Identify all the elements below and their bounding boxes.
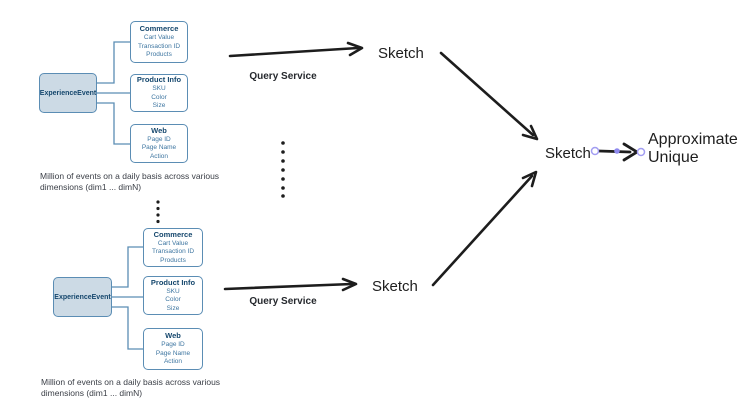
- approximate-unique-label[interactable]: Approximate Unique: [648, 131, 738, 166]
- ellipsis-dots-left: [156, 200, 160, 224]
- box-title: Product Info: [136, 75, 182, 85]
- result-line: Approximate: [648, 131, 738, 148]
- arrow-sketch-bottom-to-merged[interactable]: [431, 170, 538, 287]
- events-caption-top: Million of events on a daily basis acros…: [40, 171, 219, 193]
- box-item: Size: [152, 102, 166, 110]
- box-item: Transaction ID: [137, 42, 181, 50]
- query-service-label-top[interactable]: Query Service: [249, 71, 317, 82]
- box-item: Cart Value: [157, 239, 189, 247]
- selection-handle-end[interactable]: [636, 147, 646, 157]
- box-title: Product Info: [150, 277, 196, 287]
- experience-event-label: ExperienceEvent: [39, 89, 97, 97]
- box-item: Size: [166, 304, 180, 312]
- experience-event-box-bottom[interactable]: ExperienceEvent: [53, 277, 112, 317]
- box-item: Action: [163, 358, 183, 366]
- selection-handles[interactable]: [590, 146, 646, 157]
- box-item: SKU: [152, 85, 166, 93]
- connector-lines-top: [97, 41, 130, 145]
- box-item: Page ID: [147, 135, 171, 143]
- box-item: SKU: [166, 287, 180, 295]
- box-item: Page Name: [141, 144, 177, 152]
- ellipsis-dots-middle: [281, 141, 285, 198]
- experience-event-box-top[interactable]: ExperienceEvent: [39, 73, 97, 113]
- box-title: Commerce: [153, 229, 193, 239]
- caption-line: dimensions (dim1 ... dimN): [40, 182, 142, 192]
- caption-line: Million of events on a daily basis acros…: [40, 171, 220, 181]
- box-item: Color: [151, 93, 167, 101]
- box-item: Products: [146, 51, 172, 59]
- web-box-bottom[interactable]: Web Page ID Page Name Action: [143, 328, 203, 370]
- box-item: Page Name: [155, 349, 191, 357]
- box-item: Color: [165, 296, 181, 304]
- box-item: Transaction ID: [151, 248, 195, 256]
- result-line: Unique: [648, 148, 699, 166]
- sketch-label-top[interactable]: Sketch: [378, 45, 424, 62]
- connector-lines-bottom: [112, 246, 143, 350]
- sketch-label-merged[interactable]: Sketch: [545, 145, 591, 162]
- arrow-query-service-bottom[interactable]: [223, 277, 358, 292]
- product-info-box-top[interactable]: Product Info SKU Color Size: [130, 74, 188, 112]
- selection-handle-midpoint[interactable]: [614, 148, 620, 154]
- commerce-box-bottom[interactable]: Commerce Cart Value Transaction ID Produ…: [143, 228, 203, 267]
- events-caption-bottom: Million of events on a daily basis acros…: [41, 377, 220, 399]
- arrow-query-service-top[interactable]: [228, 41, 364, 58]
- experience-event-label: ExperienceEvent: [54, 293, 111, 301]
- caption-line: Million of events on a daily basis acros…: [41, 377, 221, 387]
- box-item: Page ID: [161, 341, 185, 349]
- box-title: Commerce: [139, 24, 179, 34]
- box-title: Web: [151, 125, 167, 135]
- selection-handle-start[interactable]: [590, 146, 600, 156]
- box-item: Cart Value: [143, 34, 175, 42]
- caption-line: dimensions (dim1 ... dimN): [41, 388, 143, 398]
- box-item: Action: [149, 152, 169, 160]
- arrow-sketch-top-to-merged[interactable]: [439, 51, 539, 141]
- query-service-label-bottom[interactable]: Query Service: [249, 296, 317, 307]
- commerce-box-top[interactable]: Commerce Cart Value Transaction ID Produ…: [130, 21, 188, 63]
- web-box-top[interactable]: Web Page ID Page Name Action: [130, 124, 188, 163]
- sketch-label-bottom[interactable]: Sketch: [372, 278, 418, 295]
- box-item: Products: [160, 256, 186, 264]
- box-title: Web: [165, 331, 181, 341]
- product-info-box-bottom[interactable]: Product Info SKU Color Size: [143, 276, 203, 315]
